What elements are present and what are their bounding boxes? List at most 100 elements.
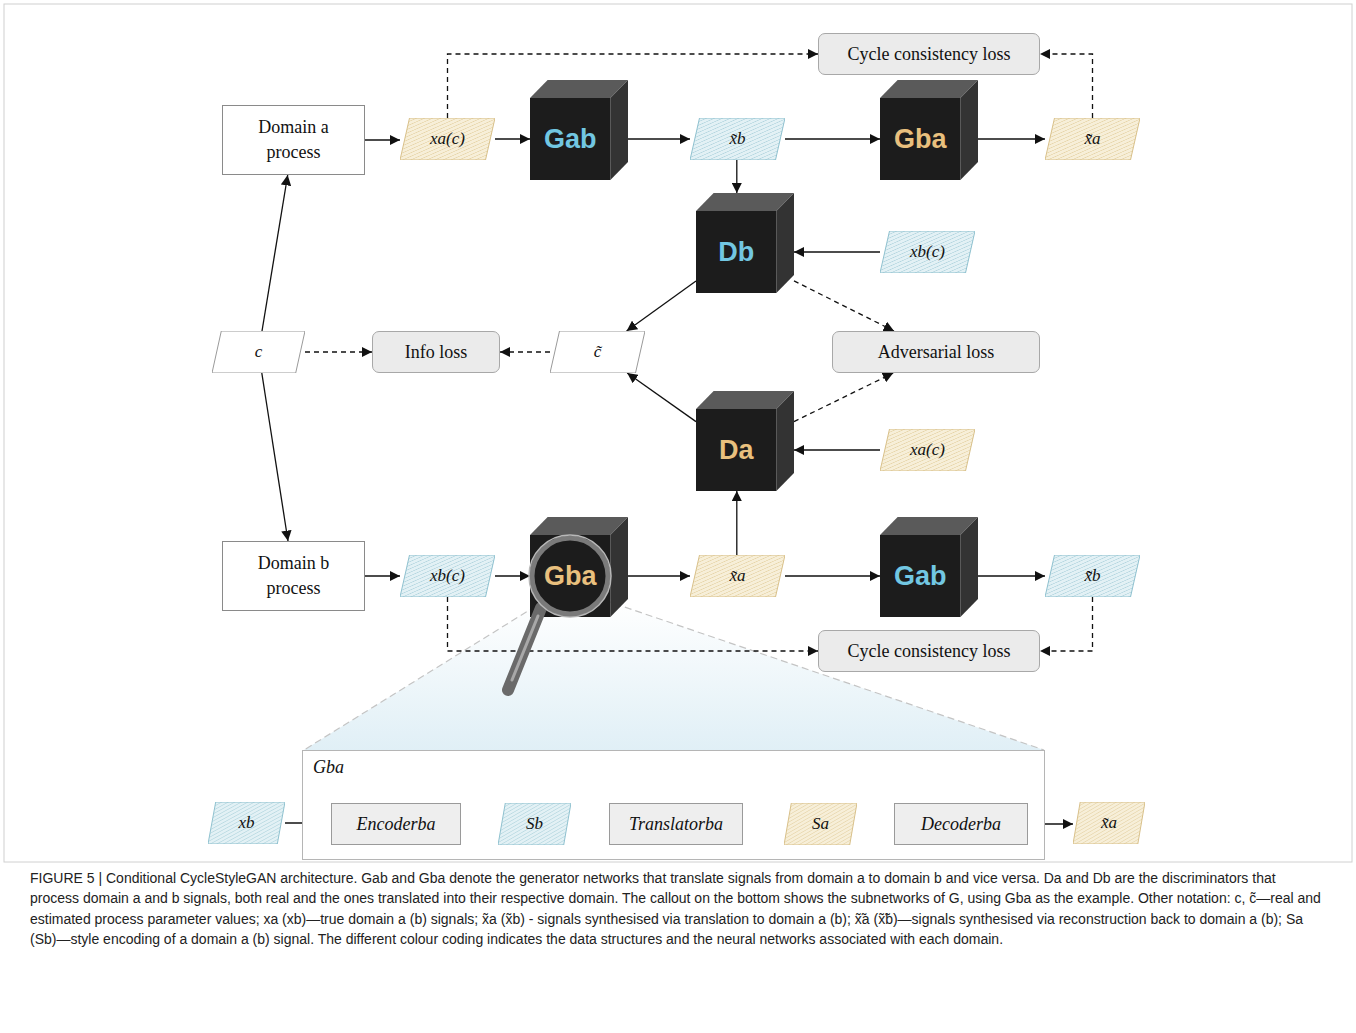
text-holder: Gba: [880, 98, 960, 180]
signal-a: xa(c): [400, 118, 495, 160]
text-holder: x̃b: [690, 118, 785, 160]
network-cube: Da: [696, 391, 794, 491]
shape-face: [212, 331, 305, 373]
node-label: xb(c): [910, 242, 945, 262]
callout-box: GbaEncoderbaSbTranslatorbaSaDecoderba: [302, 750, 1045, 860]
node-label: xb: [238, 813, 254, 833]
flow-arrow: [628, 575, 690, 576]
signal-b: x̃̃b: [1045, 555, 1140, 597]
node-label: Gba: [894, 124, 947, 155]
signal-a: Sa: [784, 803, 857, 845]
network-cube: Db: [696, 193, 794, 293]
shape-face: [776, 193, 794, 293]
shape-face: [498, 803, 571, 845]
flow-arrow: [365, 139, 400, 140]
zoom-area: [304, 600, 1044, 750]
shape-face: [880, 535, 960, 617]
signal-a: x̃̃a: [1045, 118, 1140, 160]
magnifier-handle-shine: [512, 616, 538, 680]
node-label: Cycle consistency loss: [848, 44, 1011, 65]
node-label: c: [255, 342, 263, 362]
text-holder: Sb: [498, 803, 571, 845]
loss-arrow: [794, 373, 893, 422]
node-label: Sb: [526, 814, 543, 834]
subnetwork-box: Translatorba: [609, 803, 743, 845]
flow-arrow: [262, 175, 288, 331]
shape-face: [696, 211, 776, 293]
network-cube: Gab: [530, 80, 628, 180]
text-holder: Encoderba: [332, 804, 460, 844]
text-holder: xa(c): [400, 118, 495, 160]
node-label: x̃a: [1101, 813, 1117, 833]
loss-box: Adversarial loss: [832, 331, 1040, 373]
subnetwork-box: Decoderba: [894, 803, 1028, 845]
node-label: Da: [719, 435, 754, 466]
zoom-line: [604, 600, 1044, 750]
node-label: Translatorba: [629, 814, 723, 835]
figure-caption: FIGURE 5 | Conditional CycleStyleGAN arc…: [30, 868, 1326, 949]
node-label: Gab: [544, 124, 597, 155]
flow-arrow: [495, 575, 530, 576]
node-label: Adversarial loss: [878, 342, 994, 363]
node-label: x̃̃b: [1084, 566, 1100, 586]
loss-arrow: [1040, 597, 1093, 651]
subnetwork-box: Encoderba: [331, 803, 461, 845]
flow-arrow: [736, 491, 737, 555]
loss-arrow: [448, 54, 819, 118]
shape-face: [696, 409, 776, 491]
shape-face: [610, 517, 628, 617]
text-holder: xa(c): [880, 429, 975, 471]
shape-face: [776, 391, 794, 491]
text-holder: Gab: [880, 535, 960, 617]
text-holder: xb(c): [880, 231, 975, 273]
shape-face: [400, 118, 495, 160]
shape-face: [784, 803, 857, 845]
magnifier-lens-rim: [529, 535, 611, 617]
shape-face: [530, 535, 610, 617]
signal-b: xb: [208, 802, 285, 844]
shape-face: [690, 118, 785, 160]
node-label: Domain b process: [250, 551, 338, 601]
node-label: x̃a: [729, 566, 745, 586]
flow-arrow: [736, 160, 737, 193]
flow-arrow: [262, 373, 288, 541]
node-label: Db: [718, 237, 754, 268]
signal-b: xb(c): [880, 231, 975, 273]
text-holder: Db: [696, 211, 776, 293]
flow-arrow: [978, 575, 1045, 576]
loss-arrow: [305, 351, 372, 352]
text-holder: x̃a: [690, 555, 785, 597]
parameter-box: c: [212, 331, 305, 373]
signal-a: x̃a: [690, 555, 785, 597]
shape-face: [880, 429, 975, 471]
text-holder: Decoderba: [895, 804, 1027, 844]
shape-face: [1045, 555, 1140, 597]
text-holder: Info loss: [373, 332, 499, 372]
shape-face: [880, 98, 960, 180]
signal-b: xb(c): [400, 555, 495, 597]
loss-box: Cycle consistency loss: [818, 630, 1040, 672]
text-holder: Cycle consistency loss: [819, 34, 1039, 74]
flow-arrow: [978, 138, 1045, 139]
flow-arrow: [794, 251, 880, 252]
text-holder: Sa: [784, 803, 857, 845]
text-holder: Adversarial loss: [833, 332, 1039, 372]
text-holder: x̃̃a: [1045, 118, 1140, 160]
flow-arrow: [495, 138, 530, 139]
node-label: x̃b: [729, 129, 745, 149]
flow-arrow: [785, 138, 880, 139]
text-holder: Gba: [530, 535, 610, 617]
text-holder: Domain a process: [223, 106, 364, 174]
shape-face: [960, 80, 978, 180]
text-holder: Cycle consistency loss: [819, 631, 1039, 671]
process-box: Domain a process: [222, 105, 365, 175]
node-label: Gab: [894, 561, 947, 592]
node-label: x̃̃a: [1084, 129, 1100, 149]
loss-box: Cycle consistency loss: [818, 33, 1040, 75]
loss-arrow: [794, 281, 894, 331]
flow-arrow: [628, 138, 690, 139]
zoom-line: [304, 606, 536, 750]
shape-face: [880, 231, 975, 273]
text-holder: Translatorba: [610, 804, 742, 844]
text-holder: x̃̃b: [1045, 555, 1140, 597]
